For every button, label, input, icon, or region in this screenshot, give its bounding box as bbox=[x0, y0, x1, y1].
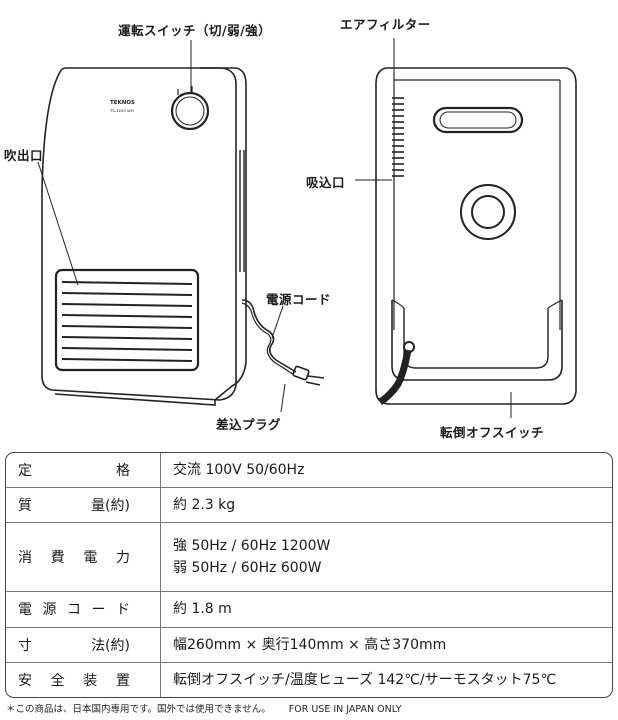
outlet-leader bbox=[37, 161, 79, 286]
spec-value-line: 約 1.8 m bbox=[173, 601, 232, 618]
switch-label: 運転スイッチ（切/弱/強） bbox=[118, 23, 272, 38]
heater-illustration: TEKNOS TS-1200 WH bbox=[37, 38, 577, 418]
spec-row: 消費電力 強 50Hz / 60Hz 1200W 弱 50Hz / 60Hz 600… bbox=[6, 522, 612, 593]
spec-key-text: 安全装置 bbox=[18, 672, 130, 689]
spec-value-line: 約 2.3 kg bbox=[173, 497, 236, 514]
outlet-label: 吹出口 bbox=[4, 148, 44, 163]
spec-row: 電源コード 約 1.8 m bbox=[6, 591, 612, 628]
spec-value-line: 交流 100V 50/60Hz bbox=[173, 462, 305, 478]
back-view bbox=[375, 67, 577, 406]
spec-key-text: 寸法(約) bbox=[18, 637, 130, 654]
plug-label: 差込プラグ bbox=[216, 417, 282, 432]
spec-value-line: 転倒オフスイッチ/温度ヒューズ 142℃/サーモスタット75℃ bbox=[173, 671, 557, 688]
model-mark: TS-1200 WH bbox=[109, 108, 134, 113]
spec-value: 交流 100V 50/60Hz bbox=[160, 453, 612, 489]
spec-key: 寸法(約) bbox=[6, 627, 161, 663]
filter-label: エアフィルター bbox=[340, 17, 431, 32]
note-japanese: ＊この商品は、日本国内専用です。国外では使用できません。 bbox=[6, 704, 271, 715]
spec-value-line: 弱 50Hz / 60Hz 600W bbox=[173, 560, 322, 577]
spec-value: 幅260mm × 奥行140mm × 高さ370mm bbox=[160, 627, 612, 663]
front-view bbox=[41, 67, 325, 406]
product-diagram: TEKNOS TS-1200 WH bbox=[4, 17, 577, 440]
spec-value: 転倒オフスイッチ/温度ヒューズ 142℃/サーモスタット75℃ bbox=[161, 662, 613, 697]
spec-value-line: 強 50Hz / 60Hz 1200W bbox=[173, 538, 331, 555]
plug-leader bbox=[280, 383, 286, 413]
spec-key: 定格 bbox=[6, 453, 161, 489]
brand-logo: TEKNOS bbox=[110, 100, 135, 106]
spec-row: 質量(約) 約 2.3 kg bbox=[6, 487, 612, 524]
spec-row: 定格 交流 100V 50/60Hz bbox=[6, 453, 612, 489]
spec-row: 寸法(約) 幅260mm × 奥行140mm × 高さ370mm bbox=[6, 627, 612, 663]
spec-key-text: 消費電力 bbox=[18, 550, 130, 567]
spec-key-text: 定格 bbox=[18, 463, 130, 479]
cord-leader bbox=[271, 305, 284, 339]
spec-row: 安全装置 転倒オフスイッチ/温度ヒューズ 142℃/サーモスタット75℃ bbox=[6, 662, 612, 697]
spec-value-line: 幅260mm × 奥行140mm × 高さ370mm bbox=[173, 636, 447, 653]
spec-key: 質量(約) bbox=[6, 487, 161, 524]
spec-key: 安全装置 bbox=[6, 662, 161, 697]
spec-table: 定格 交流 100V 50/60Hz 質量(約) 約 2.3 kg 消費電力 強 50Hz… bbox=[5, 452, 613, 698]
spec-grid: 定格 交流 100V 50/60Hz 質量(約) 約 2.3 kg 消費電力 強 50Hz… bbox=[6, 453, 612, 697]
spec-key: 電源コード bbox=[6, 591, 161, 628]
intake-label: 吸込口 bbox=[306, 175, 346, 190]
spec-key: 消費電力 bbox=[6, 522, 161, 593]
spec-value: 約 1.8 m bbox=[160, 591, 612, 628]
spec-key-text: 質量(約) bbox=[18, 498, 130, 515]
tipover-label: 転倒オフスイッチ bbox=[440, 425, 545, 440]
note-english: FOR USE IN JAPAN ONLY bbox=[288, 704, 402, 715]
spec-value: 約 2.3 kg bbox=[160, 487, 612, 524]
cord-label: 電源コード bbox=[266, 292, 332, 307]
spec-key-text: 電源コード bbox=[18, 602, 130, 619]
spec-value: 強 50Hz / 60Hz 1200W 弱 50Hz / 60Hz 600W bbox=[160, 522, 612, 593]
usage-note: ＊この商品は、日本国内専用です。国外では使用できません。 FOR USE IN J… bbox=[6, 701, 402, 715]
